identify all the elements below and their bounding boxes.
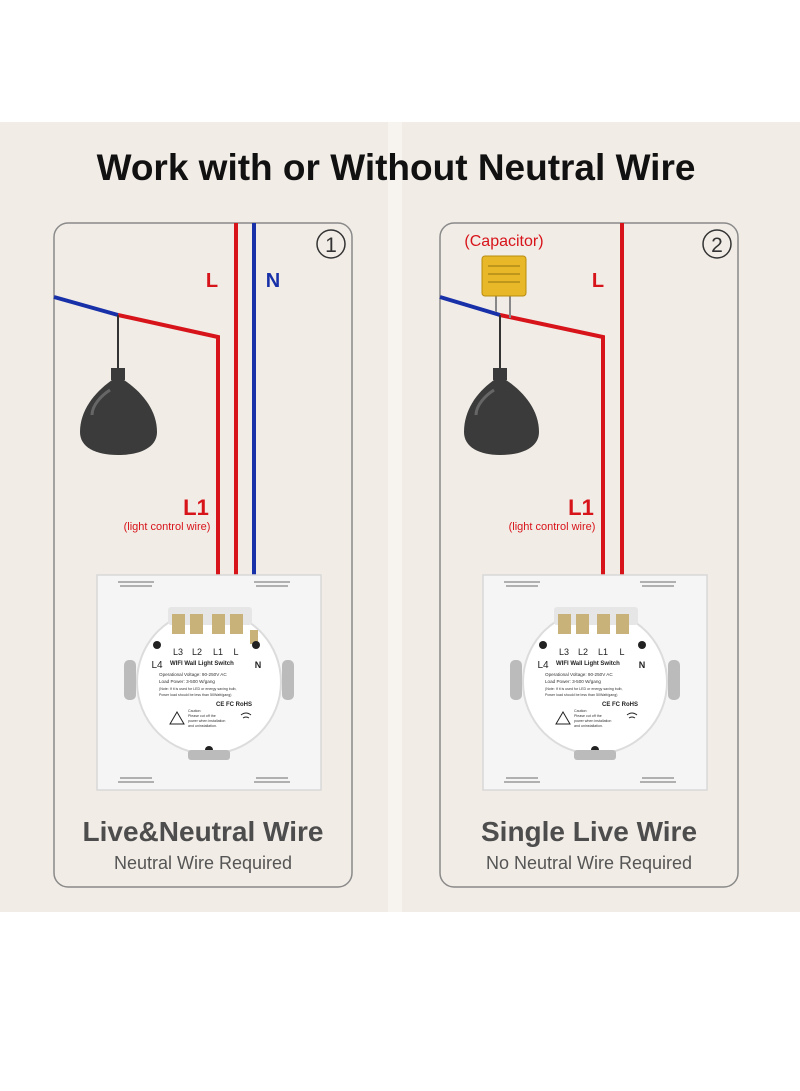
switch-certifications: CE FC RoHS: [216, 702, 252, 708]
neutral-wire-lamp: [439, 295, 501, 317]
warning-icon: [169, 711, 185, 725]
panel-1-number: 1: [325, 234, 337, 257]
terminal-l1: L1: [598, 647, 608, 657]
capacitor-icon: [481, 255, 527, 318]
panel-1-frame: [53, 222, 353, 888]
panel-1-number-circle: [316, 229, 346, 259]
switch-spec-1: Operational Voltage: 90-250V AC: [545, 672, 613, 677]
label-l: L: [592, 270, 604, 292]
terminal-l3: L3: [173, 647, 183, 657]
terminal-l2: L2: [578, 647, 588, 657]
switch-caution-1: Please cut off the: [188, 714, 216, 718]
label-l1: L1: [183, 495, 209, 520]
switch-caution-3: and uninstallation.: [574, 724, 603, 728]
switch-spec-2: Load Power: 3-500 W/gang: [545, 679, 601, 684]
terminal-l2: L2: [192, 647, 202, 657]
l1-wire: [499, 313, 605, 615]
terminal-l3: L3: [559, 647, 569, 657]
switch-caution: Caution:: [574, 709, 587, 713]
label-l1-note: (light control wire): [124, 521, 211, 533]
switch-spec-2: Load Power: 3-500 W/gang: [159, 679, 215, 684]
l1-wire: [117, 313, 220, 615]
wall-switch-back: L3 L2 L1 L L4 N WIFI Wall Light Switch O…: [96, 574, 322, 791]
switch-name: WIFI Wall Light Switch: [556, 661, 620, 667]
switch-spec-4: Power load should be less than 50Watt/ga…: [159, 693, 231, 697]
panel-2-number: 2: [711, 234, 723, 257]
panel-1-subheading: Neutral Wire Required: [114, 853, 292, 873]
panel-2-number-circle: [702, 229, 732, 259]
switch-caution-1: Please cut off the: [574, 714, 602, 718]
terminal-l: L: [233, 647, 238, 657]
terminal-l4: L4: [151, 660, 163, 671]
warning-icon: [555, 711, 571, 725]
switch-spec-3: (Note: If it is used for LED or energy s…: [159, 687, 237, 691]
panel-live-neutral: 1 L N L1 (light control wire): [53, 222, 353, 888]
wifi-icon: [626, 712, 638, 719]
switch-spec-1: Operational Voltage: 90-250V AC: [159, 672, 227, 677]
terminal-l1: L1: [213, 647, 223, 657]
terminal-l4: L4: [537, 660, 549, 671]
wall-switch-back: L3 L2 L1 L L4 N WIFI Wall Light Switch O…: [482, 574, 708, 791]
center-divider: [388, 122, 402, 912]
terminal-l: L: [619, 647, 624, 657]
panel-2-frame: [439, 222, 739, 888]
pendant-lamp-icon: [464, 315, 539, 455]
neutral-wire-lamp: [53, 295, 119, 317]
pendant-lamp-icon: [80, 315, 157, 455]
terminal-n: N: [255, 660, 262, 670]
panel-single-live: 2 (Capacitor) L L1 (light control wire): [439, 222, 739, 888]
switch-name: WIFI Wall Light Switch: [170, 661, 234, 667]
label-l1: L1: [568, 495, 594, 520]
label-l1-note: (light control wire): [509, 521, 596, 533]
label-n: N: [266, 270, 280, 292]
switch-certifications: CE FC RoHS: [602, 702, 638, 708]
terminal-n: N: [639, 660, 646, 670]
panel-2-heading: Single Live Wire: [481, 816, 697, 847]
panel-2-subheading: No Neutral Wire Required: [486, 853, 692, 873]
switch-caution: Caution:: [188, 709, 201, 713]
page-title: Work with or Without Neutral Wire: [97, 147, 696, 188]
wifi-icon: [240, 712, 252, 719]
switch-caution-2: power when installation: [574, 719, 611, 723]
switch-caution-2: power when installation: [188, 719, 225, 723]
panel-1-heading: Live&Neutral Wire: [83, 816, 324, 847]
label-capacitor: (Capacitor): [464, 233, 543, 250]
label-l: L: [206, 270, 218, 292]
switch-spec-4: Power load should be less than 50Watt/ga…: [545, 693, 617, 697]
switch-caution-3: and uninstallation.: [188, 724, 217, 728]
switch-spec-3: (Note: If it is used for LED or energy s…: [545, 687, 623, 691]
